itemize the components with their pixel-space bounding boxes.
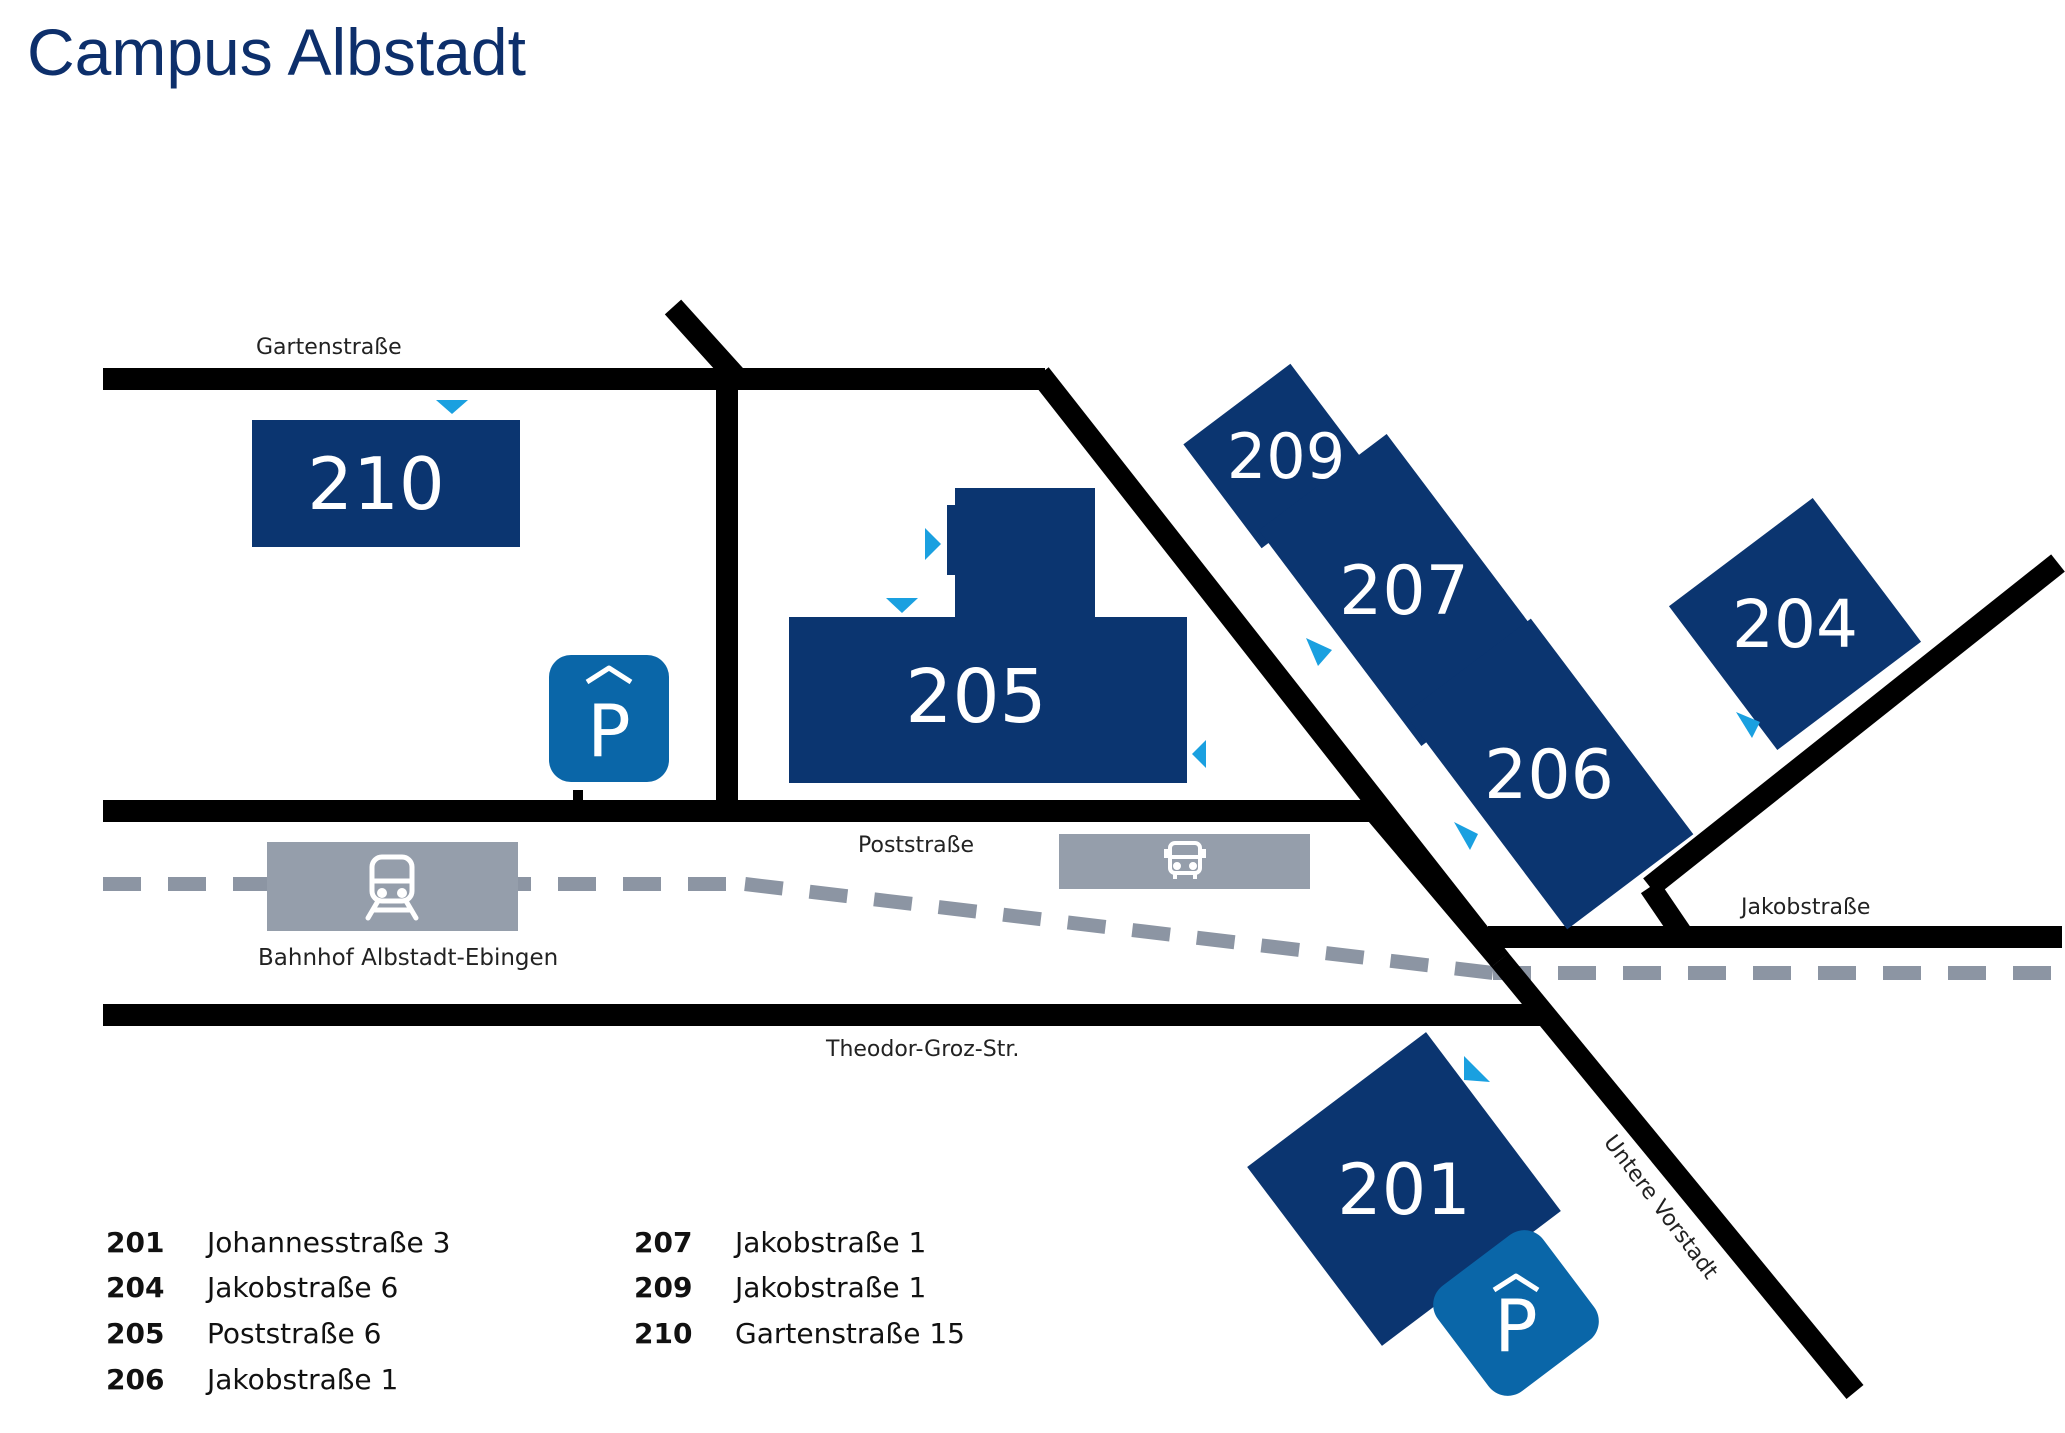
legend-item-204: 204 Jakobstraße 6 — [106, 1271, 398, 1304]
building-207-label: 207 — [1339, 552, 1469, 631]
building-201-label: 201 — [1337, 1149, 1471, 1231]
svg-text:207: 207 — [634, 1226, 692, 1259]
legend: 201 Johannesstraße 3 204 Jakobstraße 6 2… — [106, 1226, 965, 1396]
street-untere-vorstadt — [1491, 953, 1864, 1399]
svg-text:204: 204 — [106, 1271, 164, 1304]
svg-text:210: 210 — [634, 1317, 692, 1350]
entrance-arrow-icon — [886, 598, 918, 613]
svg-text:Johannesstraße 3: Johannesstraße 3 — [205, 1226, 450, 1259]
svg-text:206: 206 — [106, 1363, 164, 1396]
entrance-arrow-icon — [925, 528, 941, 560]
svg-text:Jakobstraße 6: Jakobstraße 6 — [205, 1271, 398, 1304]
building-210[interactable]: 210 — [252, 420, 520, 547]
svg-text:Jakobstraße 1: Jakobstraße 1 — [205, 1363, 398, 1396]
building-205-label: 205 — [905, 654, 1046, 740]
station-label: Bahnhof Albstadt-Ebingen — [258, 945, 558, 971]
legend-item-201: 201 Johannesstraße 3 — [106, 1226, 450, 1259]
entrance-arrow-icon — [1192, 740, 1206, 768]
svg-text:205: 205 — [106, 1317, 164, 1350]
label-theodor-groz: Theodor-Groz-Str. — [825, 1037, 1019, 1062]
parking-icon — [549, 655, 669, 782]
svg-text:201: 201 — [106, 1226, 164, 1259]
building-206[interactable]: 206 — [1404, 618, 1694, 930]
page-title: Campus Albstadt — [27, 15, 526, 89]
building-204-label: 204 — [1732, 586, 1858, 663]
parking-glyph: P — [587, 689, 630, 773]
label-poststrasse: Poststraße — [858, 833, 974, 858]
legend-item-205: 205 Poststraße 6 — [106, 1317, 381, 1350]
svg-text:209: 209 — [634, 1271, 692, 1304]
building-204[interactable]: 204 — [1668, 497, 1922, 751]
svg-text:Jakobstraße 1: Jakobstraße 1 — [733, 1226, 926, 1259]
parking-access-stub — [573, 790, 583, 806]
parking-garage-poststrasse[interactable]: P — [549, 655, 669, 782]
train-station — [267, 842, 518, 931]
building-205[interactable]: 205 — [789, 488, 1187, 783]
label-jakobstrasse: Jakobstraße — [1739, 895, 1870, 920]
street-network — [103, 299, 2065, 1399]
bus-icon — [1164, 841, 1206, 879]
legend-item-209: 209 Jakobstraße 1 — [634, 1271, 926, 1304]
entrance-arrow-icon — [1454, 822, 1478, 850]
legend-item-210: 210 Gartenstraße 15 — [634, 1317, 965, 1350]
bus-stop — [1059, 834, 1310, 889]
label-gartenstrasse: Gartenstraße — [256, 335, 402, 360]
svg-text:Jakobstraße 1: Jakobstraße 1 — [733, 1271, 926, 1304]
entrance-markers — [436, 400, 1760, 1082]
parking-garage-201[interactable]: P — [1424, 1221, 1609, 1406]
building-210-label: 210 — [307, 442, 444, 526]
entrance-arrow-icon — [1736, 712, 1760, 738]
entrance-arrow-icon — [1464, 1056, 1490, 1082]
parking-icon — [1433, 1230, 1599, 1396]
railway-line — [103, 877, 2062, 980]
legend-item-207: 207 Jakobstraße 1 — [634, 1226, 926, 1259]
building-206-label: 206 — [1484, 736, 1614, 815]
parking-glyph: P — [1494, 1284, 1537, 1368]
entrance-arrow-icon — [1306, 638, 1332, 666]
train-icon — [365, 854, 419, 921]
svg-text:Poststraße 6: Poststraße 6 — [207, 1317, 381, 1350]
svg-text:Gartenstraße 15: Gartenstraße 15 — [735, 1317, 965, 1350]
legend-item-206: 206 Jakobstraße 1 — [106, 1363, 398, 1396]
entrance-arrow-icon — [436, 400, 468, 414]
